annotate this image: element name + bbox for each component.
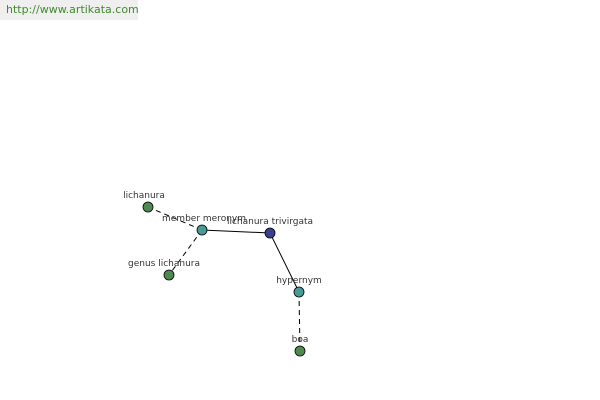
node-circle-boa[interactable] [294,345,306,357]
graph-edges [147,206,301,352]
site-url-banner[interactable]: http://www.artikata.com [0,0,138,20]
node-label-lichanura-trivirgata: lichanura trivirgata [227,217,313,227]
edge-lichanura-trivirgata-to-member-meronym [201,229,271,234]
edge-member-meronym-to-genus-lichanura [168,229,203,276]
node-circle-hypernym[interactable] [293,286,305,298]
node-label-boa: boa [292,335,309,345]
node-lichanura-trivirgata[interactable]: lichanura trivirgata [227,217,313,239]
edge-member-meronym-to-lichanura [147,206,203,231]
node-boa[interactable]: boa [292,335,309,357]
node-lichanura[interactable]: lichanura [123,191,165,213]
node-hypernym[interactable]: hypernym [276,276,322,298]
node-genus-lichanura[interactable]: genus lichanura [128,259,200,281]
node-label-member-meronym: member meronym [162,214,246,224]
edge-lichanura-trivirgata-to-hypernym [269,232,300,293]
node-circle-member-meronym[interactable] [196,224,208,236]
node-circle-lichanura-trivirgata[interactable] [264,227,276,239]
node-label-genus-lichanura: genus lichanura [128,259,200,269]
node-circle-lichanura[interactable] [142,201,154,213]
node-circle-genus-lichanura[interactable] [163,269,175,281]
node-label-hypernym: hypernym [276,276,322,286]
edge-hypernym-to-boa [298,291,301,352]
node-member-meronym[interactable]: member meronym [162,214,246,236]
node-label-lichanura: lichanura [123,191,165,201]
